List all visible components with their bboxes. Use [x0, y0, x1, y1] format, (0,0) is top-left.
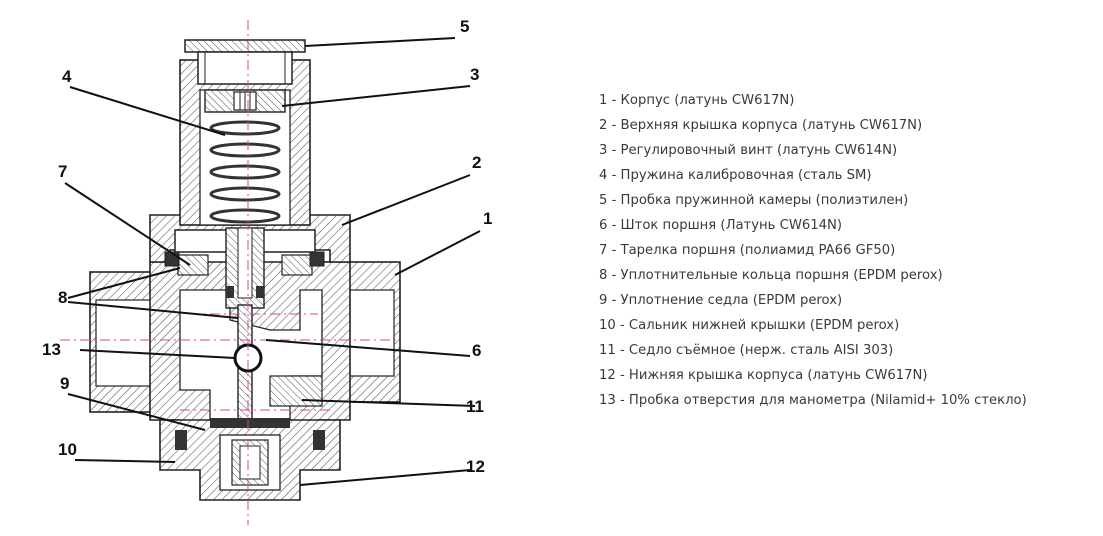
legend-item: 3 - Регулировочный винт (латунь CW614N) [599, 143, 898, 158]
callout-11: 11 [466, 397, 484, 416]
calibration-spring [209, 120, 281, 224]
legend-item: 13 - Пробка отверстия для манометра (Nil… [599, 393, 1027, 408]
legend-item: 6 - Шток поршня (Латунь CW614N) [599, 218, 843, 233]
leader-lines [64, 37, 481, 486]
spring-chamber-plug [184, 39, 306, 85]
callout-9: 9 [60, 374, 69, 393]
callout-13: 13 [42, 340, 61, 359]
legend-item: 10 - Сальник нижней крышки (EPDM perox) [599, 318, 900, 333]
callout-6: 6 [472, 341, 481, 360]
callout-labels: 5 3 4 2 7 1 8 13 6 9 11 10 12 [42, 17, 492, 476]
adjusting-screw [204, 89, 286, 113]
legend-item: 9 - Уплотнение седла (EPDM perox) [599, 293, 843, 308]
callout-12: 12 [466, 457, 485, 476]
callout-1: 1 [483, 209, 492, 228]
callout-10: 10 [58, 440, 77, 459]
legend-item: 5 - Пробка пружинной камеры (полиэтилен) [599, 193, 909, 208]
legend-item: 2 - Верхняя крышка корпуса (латунь CW617… [599, 118, 923, 133]
legend-item: 1 - Корпус (латунь CW617N) [599, 93, 795, 108]
callout-3: 3 [470, 65, 479, 84]
callout-5: 5 [460, 17, 469, 36]
legend-item: 7 - Тарелка поршня (полиамид PA66 GF50) [599, 243, 896, 258]
callout-7: 7 [58, 162, 67, 181]
parts-legend: 1 - Корпус (латунь CW617N) 2 - Верхняя к… [599, 88, 1027, 413]
legend-item: 4 - Пружина калибровочная (сталь SM) [599, 168, 872, 183]
legend-item: 12 - Нижняя крышка корпуса (латунь CW617… [599, 368, 928, 383]
centre-axis-lines [60, 20, 400, 525]
callout-2: 2 [472, 153, 481, 172]
legend-item: 8 - Уплотнительные кольца поршня (EPDM p… [599, 268, 943, 283]
callout-8: 8 [58, 288, 67, 307]
valve-cross-section-diagram: 5 3 4 2 7 1 8 13 6 9 11 10 12 [42, 17, 492, 525]
callout-4: 4 [62, 67, 72, 86]
lower-cover [159, 418, 341, 501]
legend-item: 11 - Седло съёмное (нерж. сталь AISI 303… [599, 343, 894, 358]
